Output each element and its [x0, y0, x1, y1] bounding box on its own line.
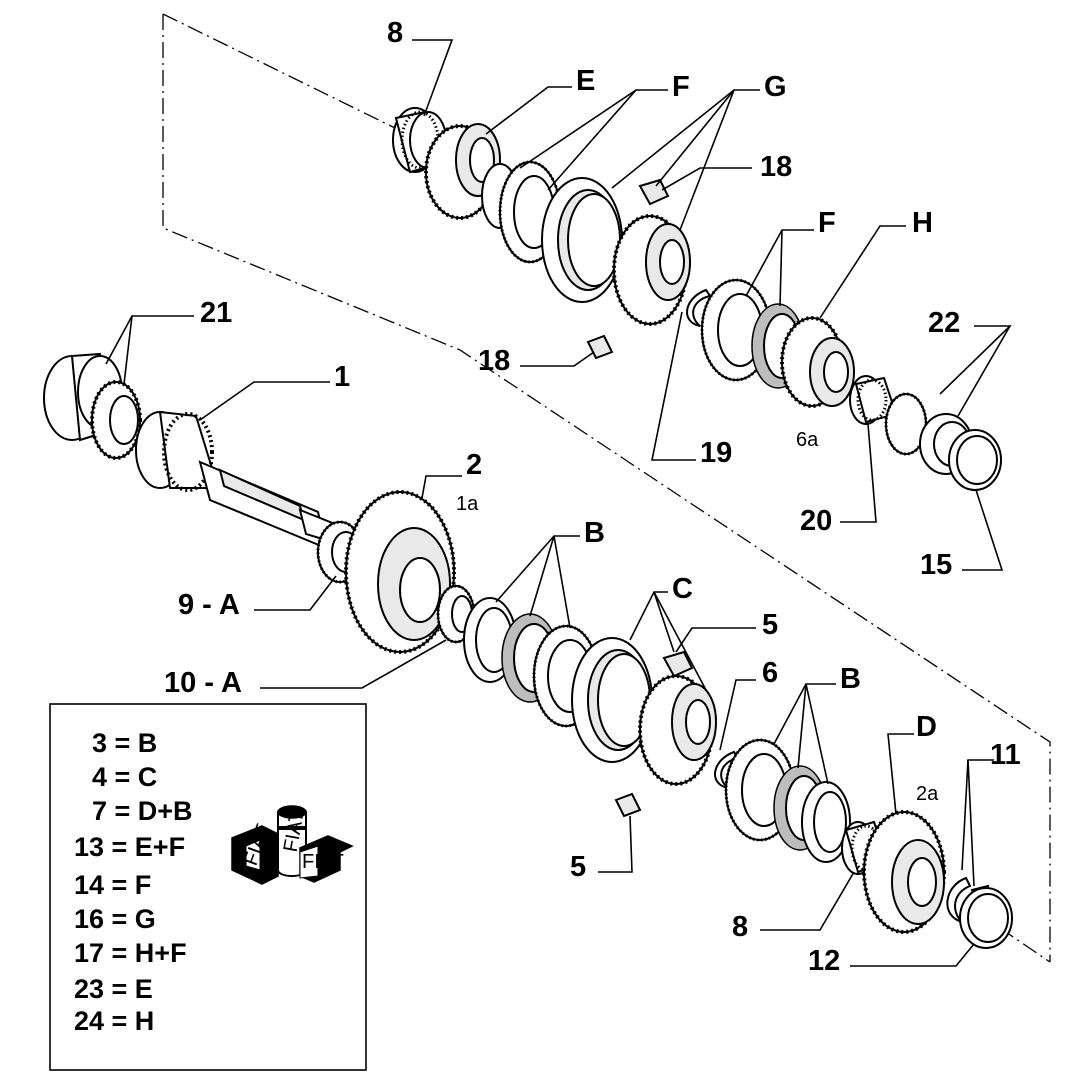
legend-item: 24 = H — [74, 1006, 154, 1036]
callout-labels: 8 E F G 18 F H 22 21 18 1 19 6a 20 15 2 … — [164, 17, 1021, 977]
logo-can-band — [278, 826, 306, 830]
callout-1a: 1a — [456, 493, 479, 515]
callout-8-bottom: 8 — [732, 911, 748, 943]
gear-2 — [344, 490, 456, 654]
callout-12: 12 — [808, 945, 840, 977]
legend-item: 4 = C — [92, 762, 157, 792]
snap-ring-19 — [686, 288, 712, 327]
callout-15: 15 — [920, 549, 952, 581]
callout-b-1: B — [584, 517, 605, 549]
callout-1: 1 — [334, 361, 350, 393]
callout-2a: 2a — [916, 783, 939, 805]
key-18-top — [638, 178, 670, 206]
callout-c: C — [672, 573, 693, 605]
gear-h — [780, 316, 855, 408]
synchro-ring-b-2 — [724, 738, 851, 863]
synchro-hub-c — [638, 674, 717, 786]
synchro-sleeve-c — [571, 637, 653, 763]
callout-8-top: 8 — [387, 17, 403, 49]
callout-18-top: 18 — [760, 151, 792, 183]
bearing-cone-21 — [90, 380, 142, 460]
legend-item: 17 = H+F — [74, 938, 187, 968]
logo-box-face — [245, 839, 261, 871]
callout-g: G — [764, 71, 787, 103]
callout-18-mid: 18 — [478, 345, 510, 377]
callout-e-top: E — [576, 65, 595, 97]
callout-d: D — [916, 711, 937, 743]
callout-5-top: 5 — [762, 609, 778, 641]
upper-shaft-assembly — [392, 107, 1002, 491]
logo-can-top — [277, 805, 307, 819]
legend-box — [49, 703, 367, 1071]
legend-item: 13 = E+F — [74, 832, 185, 862]
synchro-sleeve-g — [541, 177, 623, 303]
callout-2: 2 — [466, 449, 482, 481]
callout-6: 6 — [762, 657, 778, 689]
synchro-hub-g — [612, 214, 691, 326]
lower-synchro-assembly — [463, 597, 1013, 949]
key-18-mid — [586, 334, 614, 360]
callout-5-bottom: 5 — [570, 851, 586, 883]
logo-box-right-label: FIAT — [302, 851, 344, 873]
key-5-top — [662, 650, 694, 678]
circlip-12-inner — [967, 893, 1009, 943]
callout-20: 20 — [800, 505, 832, 537]
callout-21: 21 — [200, 297, 232, 329]
callout-22: 22 — [928, 307, 960, 339]
logo-box-right-face — [299, 845, 319, 879]
key-5-bottom — [614, 792, 642, 818]
legend: 3 = B 4 = C 7 = D+B 13 = E+F 14 = F 16 =… — [49, 703, 367, 1071]
callout-11: 11 — [990, 739, 1021, 771]
callout-f-top: F — [672, 71, 690, 103]
circlip-15-inner — [956, 435, 998, 485]
callout-f-mid: F — [818, 207, 836, 239]
fiat-lubricant-logo: FIAT FIAT FIAT — [231, 805, 354, 885]
callout-19: 19 — [700, 437, 732, 469]
callout-h: H — [912, 207, 933, 239]
callout-10-a: 10 - A — [164, 667, 242, 699]
leader-lines — [105, 39, 1012, 967]
gear-d — [862, 810, 946, 934]
legend-item: 3 = B — [92, 728, 157, 758]
callout-6a: 6a — [796, 429, 819, 451]
legend-item: 16 = G — [74, 904, 156, 934]
needle-bearing-20 — [849, 375, 898, 425]
legend-item: 14 = F — [74, 870, 151, 900]
main-shaft-assembly — [43, 352, 476, 654]
callout-9-a: 9 - A — [178, 589, 240, 621]
callout-b-2: B — [840, 663, 861, 695]
shaft-1 — [135, 410, 354, 550]
legend-item: 7 = D+B — [92, 796, 193, 826]
legend-item: 23 = E — [74, 974, 153, 1004]
needle-bearing-top — [392, 107, 447, 174]
